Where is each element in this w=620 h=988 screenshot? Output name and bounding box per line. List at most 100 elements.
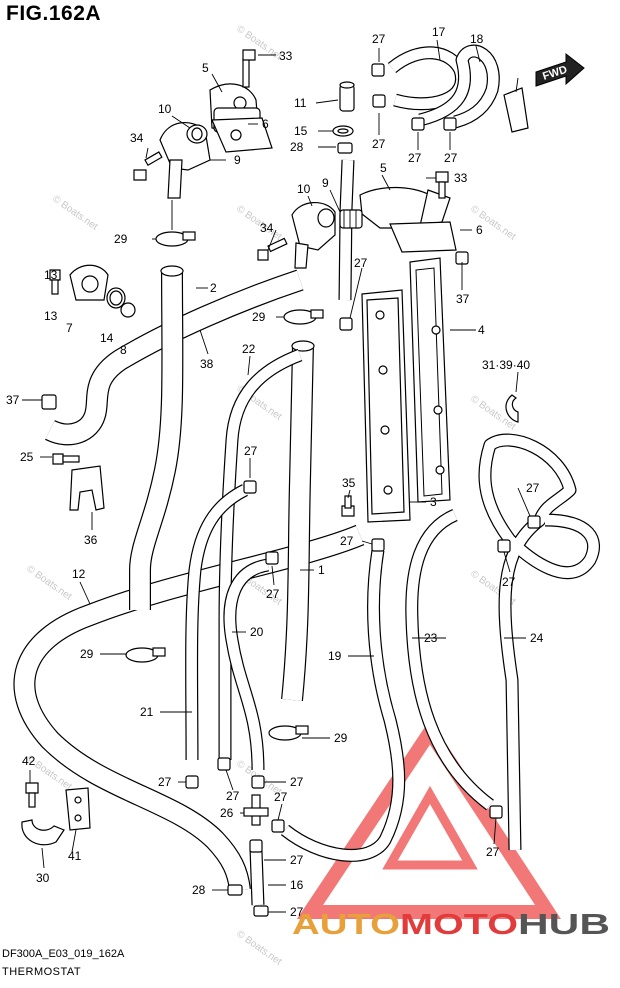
callout-27: 27 <box>244 444 258 458</box>
bolts <box>25 49 449 808</box>
callout-24: 24 <box>530 631 544 645</box>
callout-27: 27 <box>274 790 288 804</box>
callout-13-lower: 13 <box>44 309 58 323</box>
callout-27: 27 <box>354 256 368 270</box>
callout-36: 36 <box>84 533 98 547</box>
clamp-29-a <box>155 231 196 247</box>
clip-32 <box>503 87 529 133</box>
callout-5: 5 <box>380 161 387 175</box>
connector-11 <box>339 81 355 112</box>
callout-27: 27 <box>290 905 304 919</box>
callout-28: 28 <box>192 883 206 897</box>
callout-12: 12 <box>72 567 86 581</box>
callout-1: 1 <box>318 563 325 577</box>
callout-27: 27 <box>372 32 386 46</box>
callout-34: 34 <box>260 221 274 235</box>
callout-11: 11 <box>294 96 307 110</box>
seal-15 <box>332 125 354 137</box>
callout-27: 27 <box>486 845 500 859</box>
callout-6: 6 <box>476 223 483 237</box>
callout-3: 3 <box>430 495 437 509</box>
forward-arrow-icon: FWD <box>535 52 585 87</box>
cover-3 <box>361 289 411 523</box>
callout-35: 35 <box>342 476 356 490</box>
callout-23: 23 <box>424 631 438 645</box>
callout-25: 25 <box>20 450 34 464</box>
figure-code: DF300A_E03_019_162A <box>2 948 125 960</box>
callout-42: 42 <box>22 754 36 768</box>
gasket-6-lower <box>389 221 457 253</box>
watermark: © Boats.net <box>24 563 73 602</box>
hose-2 <box>129 265 184 610</box>
callout-30: 30 <box>36 871 50 885</box>
hose-23 <box>405 509 494 811</box>
callout-27: 27 <box>340 534 354 548</box>
figure-subtitle: THERMOSTAT <box>2 966 82 978</box>
brand-hub: HUB <box>518 909 610 941</box>
callout-19: 19 <box>328 649 342 663</box>
callout-20: 20 <box>250 625 264 639</box>
callout-27: 27 <box>290 853 304 867</box>
callout-33: 33 <box>279 49 293 63</box>
watermark: © Boats.net <box>234 203 283 242</box>
callout-5: 5 <box>202 61 209 75</box>
callout-27: 27 <box>372 137 386 151</box>
gasket-6-upper <box>211 117 273 153</box>
callout-labels: 33 5 10 6 34 9 29 27 17 18 11 15 27 28 2… <box>6 25 544 919</box>
watermark: © Boats.net <box>234 23 283 62</box>
hose-19 <box>280 548 406 862</box>
callout-16: 16 <box>290 878 304 892</box>
callout-31-39-40: 31·39·40 <box>482 358 530 372</box>
brand-moto: MOTO <box>400 909 518 941</box>
callout-29: 29 <box>334 731 348 745</box>
callout-29: 29 <box>80 647 94 661</box>
leader-lines <box>22 39 531 913</box>
clamp-31-39-40 <box>505 394 519 423</box>
watermark: © Boats.net <box>50 193 99 232</box>
callout-26: 26 <box>220 806 234 820</box>
callout-38: 38 <box>200 357 214 371</box>
joint-26 <box>243 794 269 826</box>
callout-6: 6 <box>262 117 269 131</box>
callout-13: 13 <box>44 268 58 282</box>
brand-wordmark: AUTO MOTO HUB <box>292 909 610 941</box>
hose-21 <box>185 484 249 761</box>
small-clips <box>185 63 541 917</box>
callout-41: 41 <box>68 849 82 863</box>
callout-29: 29 <box>252 310 266 324</box>
callout-14: 14 <box>100 331 114 345</box>
hose-20 <box>223 558 270 771</box>
thermostat-cover-5-lower <box>359 186 451 229</box>
callout-2: 2 <box>210 281 217 295</box>
thermostat-9-lower <box>339 209 363 229</box>
ring-9-upper <box>191 127 203 141</box>
callout-22: 22 <box>242 342 256 356</box>
brand-auto: AUTO <box>292 909 400 941</box>
clip-37-left <box>41 394 57 410</box>
callout-27: 27 <box>502 575 516 589</box>
callout-4: 4 <box>478 323 485 337</box>
brand-triangle-logo <box>296 719 561 919</box>
hose-1 <box>281 340 315 702</box>
callout-29: 29 <box>114 232 128 246</box>
hose-38 <box>45 269 304 446</box>
gasket-4 <box>409 257 451 503</box>
bracket-41 <box>65 787 91 831</box>
callout-34: 34 <box>130 131 144 145</box>
hose-short-upper <box>338 159 355 301</box>
callout-37: 37 <box>456 292 470 306</box>
callout-33: 33 <box>454 171 468 185</box>
callout-28: 28 <box>290 140 304 154</box>
hose-22 <box>218 348 303 760</box>
bracket-36 <box>69 465 105 511</box>
cap-8 <box>120 302 136 318</box>
callout-27: 27 <box>226 789 240 803</box>
hose-16 <box>249 849 265 906</box>
housing-10-lower <box>291 202 336 269</box>
sensor-7 <box>69 264 109 301</box>
callout-27: 27 <box>158 775 172 789</box>
o-ring-14 <box>106 287 126 309</box>
callout-27: 27 <box>290 775 304 789</box>
hoses-17-18 <box>387 44 500 129</box>
